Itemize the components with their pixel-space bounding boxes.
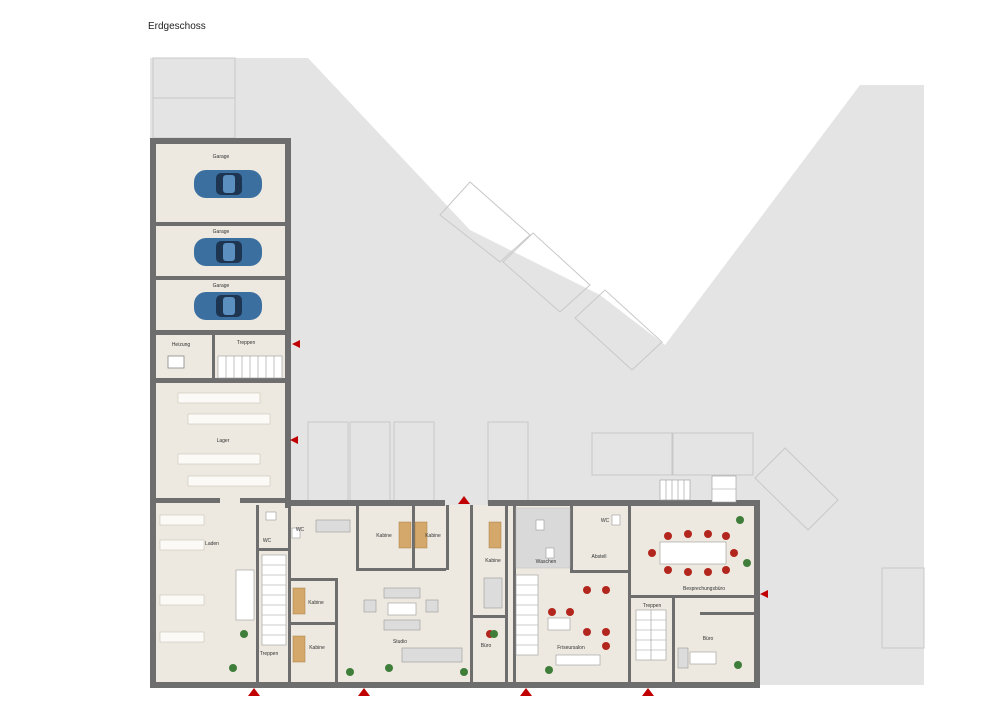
wc-fixtures xyxy=(265,511,621,559)
plan-title: Erdgeschoss xyxy=(148,21,206,32)
room-label-buero-small: Büro xyxy=(481,643,492,649)
room-label-wc-studio: WC xyxy=(296,527,305,533)
kabine-beds xyxy=(292,521,502,663)
car-icon xyxy=(194,170,262,198)
entrance-arrow-icon xyxy=(248,340,768,696)
sofa-icon xyxy=(315,519,503,663)
washing-tiles xyxy=(515,507,571,569)
car-icon xyxy=(194,292,262,320)
room-label-kabine-5: Kabine xyxy=(485,558,501,564)
room-label-besprechung: Besprechungsbüro xyxy=(683,586,725,592)
room-label-treppen-east: Treppen xyxy=(643,603,662,609)
room-label-garage-2: Garage xyxy=(213,229,230,235)
room-label-laden: Laden xyxy=(205,541,219,547)
stairs-icon xyxy=(261,554,287,646)
room-label-studio: Studio xyxy=(393,639,407,645)
table-icon xyxy=(387,602,417,616)
laden-counter xyxy=(235,569,255,621)
room-label-buero-east: Büro xyxy=(703,636,714,642)
room-label-treppen-north: Treppen xyxy=(237,340,256,346)
room-label-treppen-west: Treppen xyxy=(260,651,279,657)
room-label-heizung: Heizung xyxy=(172,342,191,348)
garage-2 xyxy=(194,238,262,266)
lager-shelves xyxy=(177,392,271,487)
room-label-garage-1: Garage xyxy=(213,154,230,160)
table-icon xyxy=(689,651,717,665)
room-label-lager: Lager xyxy=(217,438,230,444)
laden-shelves xyxy=(159,514,205,643)
room-label-kabine-3: Kabine xyxy=(376,533,392,539)
room-label-kabine-4: Kabine xyxy=(425,533,441,539)
stairs-icon xyxy=(515,574,539,656)
room-label-wc-east: WC xyxy=(601,518,610,524)
walls xyxy=(150,138,760,688)
room-label-abstell: Abstell xyxy=(591,554,606,560)
stairs-icon xyxy=(659,475,737,503)
room-label-wc-laden: WC xyxy=(263,538,272,544)
garage-3 xyxy=(194,292,262,320)
room-label-kabine-2: Kabine xyxy=(309,645,325,651)
chair-icon xyxy=(648,530,738,576)
sofa-icon xyxy=(677,647,689,669)
car-icon xyxy=(194,238,262,266)
room-label-friseursalon: Friseursalon xyxy=(557,645,585,651)
heater-unit xyxy=(167,355,185,369)
room-label-kabine-1: Kabine xyxy=(308,600,324,606)
stairs-icon xyxy=(635,609,667,661)
stairs-icon xyxy=(217,355,283,379)
plant-icon xyxy=(229,516,751,676)
room-label-waschen: Waschen xyxy=(536,559,557,565)
room-label-garage-3: Garage xyxy=(213,283,230,289)
table-icon xyxy=(659,541,727,565)
salon-counter xyxy=(555,654,601,666)
parking-outlines xyxy=(152,57,925,649)
table-icon xyxy=(547,617,571,631)
garage-1 xyxy=(194,170,262,198)
